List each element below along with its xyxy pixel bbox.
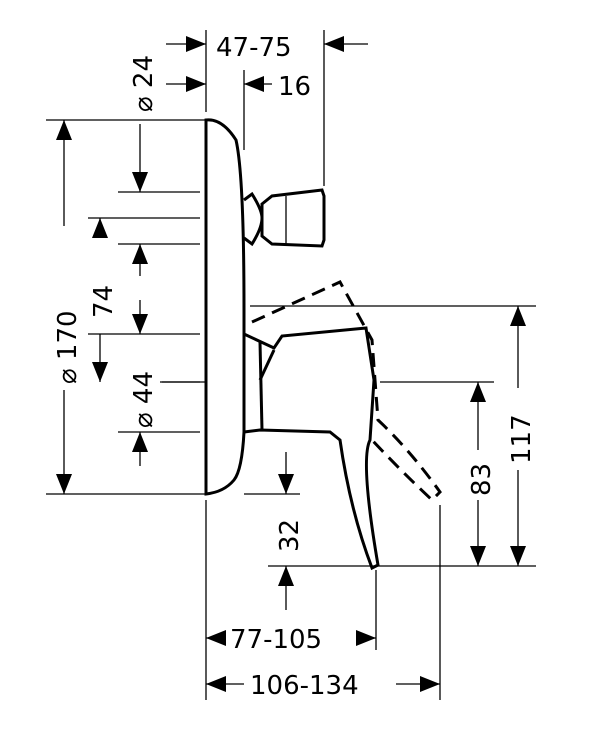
label-dia-170: ⌀ 170 xyxy=(53,310,83,384)
label-83: 83 xyxy=(467,463,497,496)
label-117: 117 xyxy=(507,414,537,464)
dimension-arrows xyxy=(56,36,526,692)
label-106-134: 106-134 xyxy=(250,671,359,701)
diverter-knob xyxy=(243,188,326,248)
label-16: 16 xyxy=(278,72,311,102)
label-dia-24: ⌀ 24 xyxy=(129,55,159,112)
extension-lines xyxy=(46,30,536,700)
lever-handle xyxy=(243,326,380,571)
label-32: 32 xyxy=(275,519,305,552)
label-47-75: 47-75 xyxy=(216,33,292,63)
label-74: 74 xyxy=(89,285,119,318)
label-dia-44: ⌀ 44 xyxy=(129,371,159,428)
label-77-105: 77-105 xyxy=(230,625,322,655)
lever-handle-alt-position xyxy=(251,280,442,503)
dimension-labels: ⌀ 24 47-75 16 ⌀ 170 74 ⌀ 44 32 83 117 77… xyxy=(53,33,537,701)
escutcheon-plate xyxy=(204,118,246,496)
